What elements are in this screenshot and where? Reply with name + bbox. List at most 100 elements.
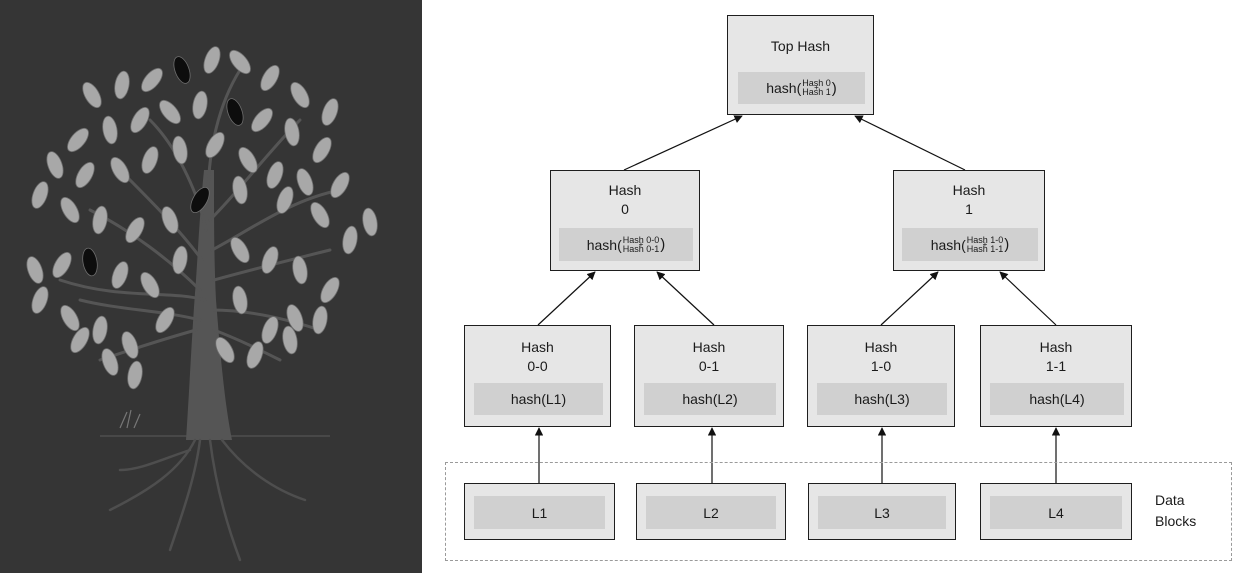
top-hash-node-formula-top-operand: Hash 0 (802, 78, 831, 88)
leaf-8 (321, 98, 339, 126)
leaf-29 (31, 181, 49, 209)
hash-node-0-formula-bottom-operand: Hash 0-1 (622, 243, 660, 254)
hash-node-0-formula-plus: + (638, 239, 644, 249)
hash-node-0-1-title-line: Hash (692, 339, 726, 355)
leaf-6 (260, 64, 280, 92)
hash-node-1-formula-plus: + (982, 239, 988, 249)
leaf-26 (296, 168, 314, 196)
data-block-L1: L1 (464, 483, 615, 540)
leaf-23 (205, 131, 225, 159)
leaf-51 (92, 315, 108, 345)
leaf-2 (141, 67, 163, 93)
grass (119, 409, 141, 429)
hash-node-0-title-line: 0 (621, 201, 629, 217)
hash-node-0-0-title: Hash 0-0 (465, 338, 610, 376)
top-hash-node-formula-bottom-operand: Hash 1 (802, 87, 831, 97)
root-2 (208, 438, 242, 562)
data-blocks-label-line1: Data (1155, 492, 1185, 508)
leaf-27 (330, 171, 350, 199)
hash-node-0-0-formula-text: hash(L1) (510, 391, 567, 407)
hash-node-0-0-hash-formula: hash(L1) (474, 383, 603, 415)
tree-illustration-panel (0, 0, 422, 573)
hash-node-1-title: Hash 1 (894, 181, 1044, 219)
hash-node-1-0-formula-text: hash(L3) (854, 391, 910, 407)
arrow-1 (854, 115, 966, 171)
leaf-59 (101, 348, 119, 376)
leaf-0 (82, 81, 102, 109)
leaf-44 (172, 245, 188, 275)
leaf-52 (121, 331, 139, 359)
leaf-63 (282, 325, 298, 355)
hash-node-0-1-hash-formula: hash(L2) (644, 383, 776, 415)
trunk (186, 170, 232, 440)
leaf-31 (92, 205, 108, 235)
leaf-40 (52, 251, 72, 279)
data-block-label: L3 (818, 496, 946, 529)
leaf-16 (284, 117, 300, 147)
leaf-61 (215, 336, 235, 364)
data-block-L3: L3 (808, 483, 956, 540)
leaf-37 (310, 201, 330, 229)
leaf-41 (82, 247, 98, 277)
branch-5 (210, 188, 342, 252)
leaf-57 (312, 305, 328, 335)
hash-node-0-formula-top-operand: Hash 0-0 (622, 234, 660, 245)
hash-node-1-0-hash-formula: hash(L3) (817, 383, 947, 415)
hash-node-1-formula-prefix: hash( (930, 236, 966, 253)
arrow-4 (880, 271, 939, 326)
leaf-39 (26, 256, 44, 284)
data-block-L2: L2 (636, 483, 786, 540)
data-block-label: L4 (990, 496, 1122, 529)
arrow-3 (656, 271, 715, 326)
hash-node-0-0-title-line: Hash (521, 339, 554, 355)
leaf-60 (127, 360, 143, 390)
hash-node-1-title-line: Hash (952, 182, 986, 198)
branch-7 (78, 298, 202, 322)
leaf-10 (102, 115, 118, 145)
leaf-55 (261, 316, 279, 344)
hash-node-0-title-line: Hash (608, 182, 642, 198)
top-hash-node-formula-plus: + (814, 83, 819, 92)
arrow-5 (999, 271, 1057, 326)
root-4 (118, 448, 192, 472)
leaf-17 (312, 136, 332, 164)
leaf-42 (111, 261, 129, 289)
arrow-0 (623, 115, 743, 171)
leaf-14 (226, 98, 244, 126)
leaf-49 (31, 286, 49, 314)
leaf-21 (141, 146, 159, 174)
branch-2 (148, 118, 208, 232)
leaf-33 (161, 206, 179, 234)
hash-node-0-title: Hash 0 (551, 181, 699, 219)
leaf-24 (238, 146, 258, 174)
leaf-19 (75, 161, 95, 189)
hash-node-1-title-line: 1 (965, 201, 973, 217)
hash-node-1-1-hash-formula: hash(L4) (990, 383, 1124, 415)
hash-node-1-formula-top-operand: Hash 1-0 (966, 234, 1004, 245)
leaf-20 (110, 156, 130, 184)
leaf-25 (266, 161, 284, 189)
leaf-62 (246, 341, 264, 369)
hash-node-0-0-title-line: 0-0 (527, 358, 548, 374)
leaf-53 (155, 306, 175, 334)
data-block-L4: L4 (980, 483, 1132, 540)
top-hash-node-title: Top Hash (728, 38, 873, 55)
leaf-35 (232, 175, 248, 205)
branch-8 (58, 278, 207, 302)
data-blocks-label-line2: Blocks (1155, 513, 1197, 529)
leaf-4 (203, 46, 221, 74)
data-blocks-label: Data Blocks (1155, 490, 1215, 532)
hash-node-1-1-title-line: 1-1 (1045, 358, 1067, 374)
leaf-58 (70, 326, 90, 354)
data-blocks-region (445, 462, 1232, 561)
